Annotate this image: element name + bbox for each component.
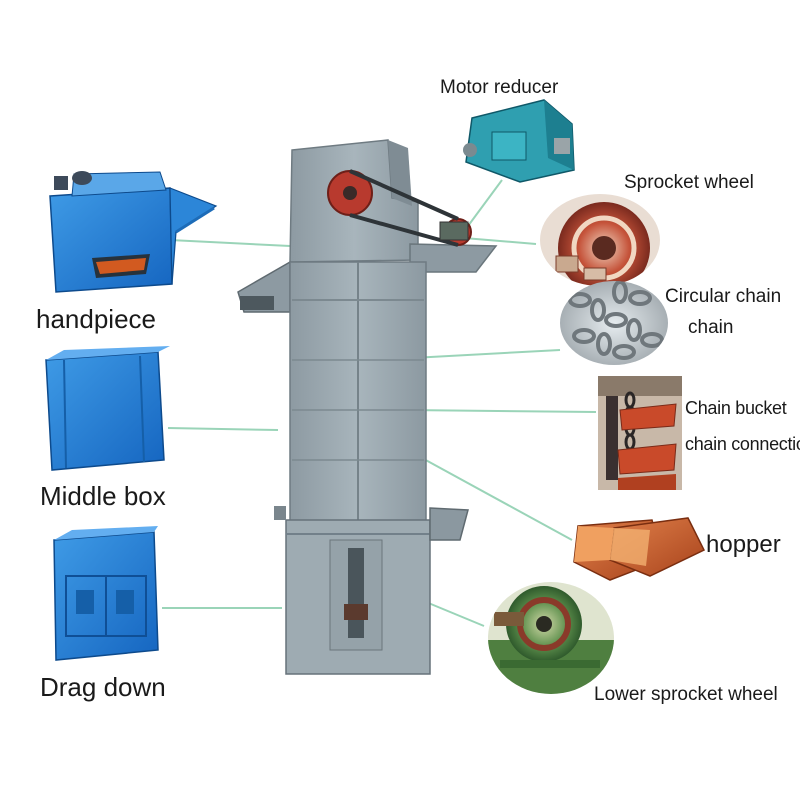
chain-bucket-label-2: chain connection [685, 434, 800, 454]
chain-bucket-label-1: Chain bucket [685, 398, 787, 418]
handpiece-image [49, 171, 218, 293]
hopper-image [573, 517, 706, 581]
leader-lines [162, 179, 597, 627]
handpiece-label: handpiece [36, 304, 156, 334]
lower-sprocket-wheel-image [488, 582, 614, 694]
bucket-elevator-machine [237, 139, 498, 675]
drag-down-image [53, 526, 159, 661]
sprocket-wheel-label: Sprocket wheel [624, 172, 754, 193]
motor-reducer-image [463, 99, 575, 183]
drag-down-label: Drag down [40, 672, 166, 702]
lower-sprocket-wheel-label: Lower sprocket wheel [594, 684, 778, 705]
circular-chain-label-2: chain [688, 317, 734, 338]
middle-box-image [45, 346, 170, 471]
circular-chain-image [560, 281, 668, 365]
middle-box-label: Middle box [40, 481, 166, 511]
sprocket-wheel-image [540, 194, 660, 286]
chain-bucket-image [598, 376, 682, 490]
hopper-label: hopper [706, 531, 781, 558]
motor-reducer-label: Motor reducer [440, 77, 559, 98]
circular-chain-label-1: Circular chain [665, 286, 782, 307]
